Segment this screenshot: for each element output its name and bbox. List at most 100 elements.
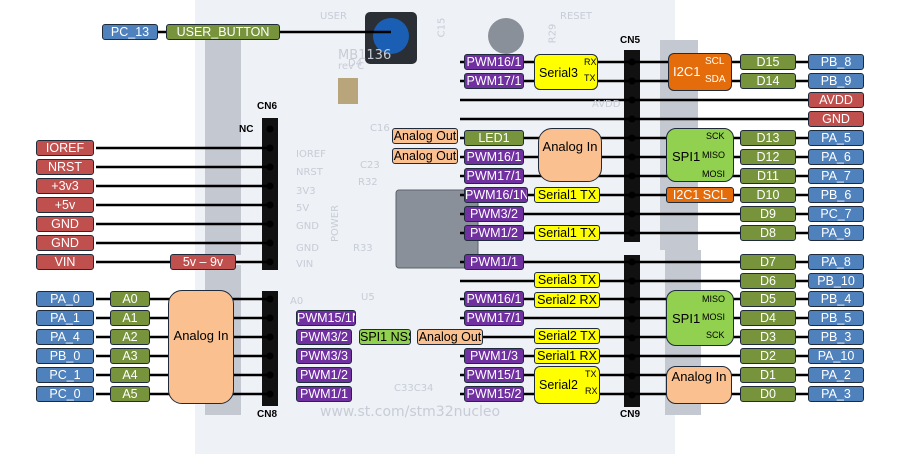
- analog-in-box: Analog In: [538, 128, 602, 182]
- pwm-label: PWM16/1: [464, 149, 524, 165]
- cn6-header: [262, 118, 278, 270]
- arduino-pin-label: D0: [740, 386, 796, 402]
- power-pin-label: GND: [36, 235, 94, 251]
- capacitor: [338, 78, 358, 104]
- board-silkscreen-text: www.st.com/stm32nucleo: [320, 404, 501, 420]
- port-label: PA_3: [808, 386, 864, 402]
- serial3-label: Serial3: [539, 66, 578, 80]
- analog-out-label: Analog Out: [417, 329, 483, 345]
- serial2-rx-label: Serial2 RX: [534, 292, 600, 308]
- port-label: PB_0: [36, 348, 94, 364]
- board-silkscreen-text: RESET: [560, 11, 593, 22]
- arduino-pin-label: D8: [740, 225, 796, 241]
- board-silkscreen-text: C23: [360, 160, 380, 171]
- cn5-label: CN5: [620, 35, 641, 46]
- spi1-mosi-label: MOSI: [702, 312, 726, 322]
- i2c1-box: [668, 53, 732, 91]
- arduino-pin-label: D12: [740, 149, 796, 165]
- board-silkscreen-text: R29: [547, 23, 559, 44]
- serial1-tx-label: Serial1 TX: [534, 187, 600, 203]
- arduino-pin-label: D5: [740, 291, 796, 307]
- arduino-pin-label: A5: [110, 386, 150, 402]
- spi1-miso-label: MISO: [702, 294, 726, 304]
- port-label: PA_1: [36, 310, 94, 326]
- reset-button: [488, 18, 524, 54]
- analog-in-box: Analog In: [666, 366, 732, 404]
- pwm-label: PWM16/1: [464, 54, 524, 70]
- serial3-rx-label: RX: [584, 57, 597, 67]
- pwm-label: PWM16/1N: [464, 187, 528, 203]
- serial2-label: Serial2: [539, 378, 578, 392]
- arduino-pin-label: D14: [740, 73, 796, 89]
- pwm-label: PWM15/1N: [296, 310, 356, 326]
- board-silkscreen-text: C33C34: [394, 383, 434, 394]
- port-label: PA_2: [808, 367, 864, 383]
- vin-range-label: 5v – 9v: [170, 254, 236, 270]
- spi1-label: SPI1: [672, 311, 701, 326]
- pwm-label: PWM1/1: [296, 386, 352, 402]
- cn8-label: CN8: [257, 409, 278, 420]
- port-label: AVDD: [808, 92, 864, 108]
- arduino-pin-label: D4: [740, 310, 796, 326]
- led1-label: LED1: [464, 130, 524, 146]
- serial2-tx-label: TX: [585, 369, 597, 379]
- serial2-tx-label: Serial2 TX: [534, 328, 600, 344]
- arduino-pin-label: D7: [740, 254, 796, 270]
- analog-in-box: Analog In: [168, 290, 234, 404]
- spi1-box: [666, 290, 734, 346]
- port-label: PC_7: [808, 206, 864, 222]
- pwm-label: PWM1/1: [464, 254, 524, 270]
- port-label: PB_3: [808, 329, 864, 345]
- i2c1-label: I2C1: [673, 64, 701, 79]
- port-label: PC_1: [36, 367, 94, 383]
- analog-in-label: Analog In: [173, 328, 229, 343]
- port-label: PB_8: [808, 54, 864, 70]
- pwm-label: PWM1/2: [296, 367, 352, 383]
- board-silkscreen-text: 3V3: [296, 186, 316, 197]
- spi-nss-label: SPI1 NSS: [359, 329, 411, 345]
- port-label-pc13: PC_13: [102, 24, 158, 40]
- serial1-rx-label: Serial1 RX: [534, 348, 600, 364]
- pwm-label: PWM1/3: [464, 348, 524, 364]
- pwm-label: PWM3/3: [296, 348, 352, 364]
- spi1-mosi-label: MOSI: [702, 169, 726, 179]
- board-silkscreen-text: C16: [370, 123, 390, 134]
- i2c1-scl-label: I2C1 SCL: [666, 187, 734, 203]
- arduino-pin-label: D1: [740, 367, 796, 383]
- board-silkscreen-text: VIN: [296, 259, 314, 270]
- board-silkscreen-text: C15: [436, 17, 448, 38]
- board-silkscreen-text: GND: [296, 243, 319, 254]
- port-label: PA_10: [808, 348, 864, 364]
- nc-label: NC: [239, 124, 254, 135]
- board-silkscreen-text: MB1136: [338, 48, 392, 63]
- pwm-label: PWM17/1: [464, 310, 524, 326]
- port-label: PA_6: [808, 149, 864, 165]
- user-button-label: USER_BUTTON: [166, 24, 280, 40]
- port-label: PB_6: [808, 187, 864, 203]
- port-label: PB_9: [808, 73, 864, 89]
- pwm-label: PWM1/2: [464, 225, 524, 241]
- power-pin-label: VIN: [36, 254, 94, 270]
- cn6-label: CN6: [257, 101, 278, 112]
- pwm-label: PWM15/1: [464, 367, 524, 383]
- port-label: PA_9: [808, 225, 864, 241]
- port-label: PB_4: [808, 291, 864, 307]
- analog-in-label: Analog In: [671, 369, 727, 384]
- board-silkscreen-text: USER: [320, 11, 347, 22]
- port-label: PA_8: [808, 254, 864, 270]
- board-silkscreen-text: A0: [290, 296, 304, 307]
- board-silkscreen-text: R33: [353, 243, 373, 254]
- spi1-label: SPI1: [672, 149, 701, 164]
- pin-dot: [266, 125, 274, 133]
- analog-out-label: Analog Out: [392, 148, 458, 164]
- arduino-pin-label: A3: [110, 348, 150, 364]
- cn8-header: [262, 291, 278, 406]
- board-silkscreen-text: D4: [348, 58, 363, 69]
- arduino-pin-label: D13: [740, 130, 796, 146]
- board-silkscreen-text: rev C: [338, 61, 365, 72]
- pwm-label: PWM16/1: [464, 291, 524, 307]
- arduino-pin-label: D15: [740, 54, 796, 70]
- spi1-sck-label: SCK: [706, 131, 725, 141]
- power-pin-label: +5v: [36, 197, 94, 213]
- arduino-pin-label: D3: [740, 329, 796, 345]
